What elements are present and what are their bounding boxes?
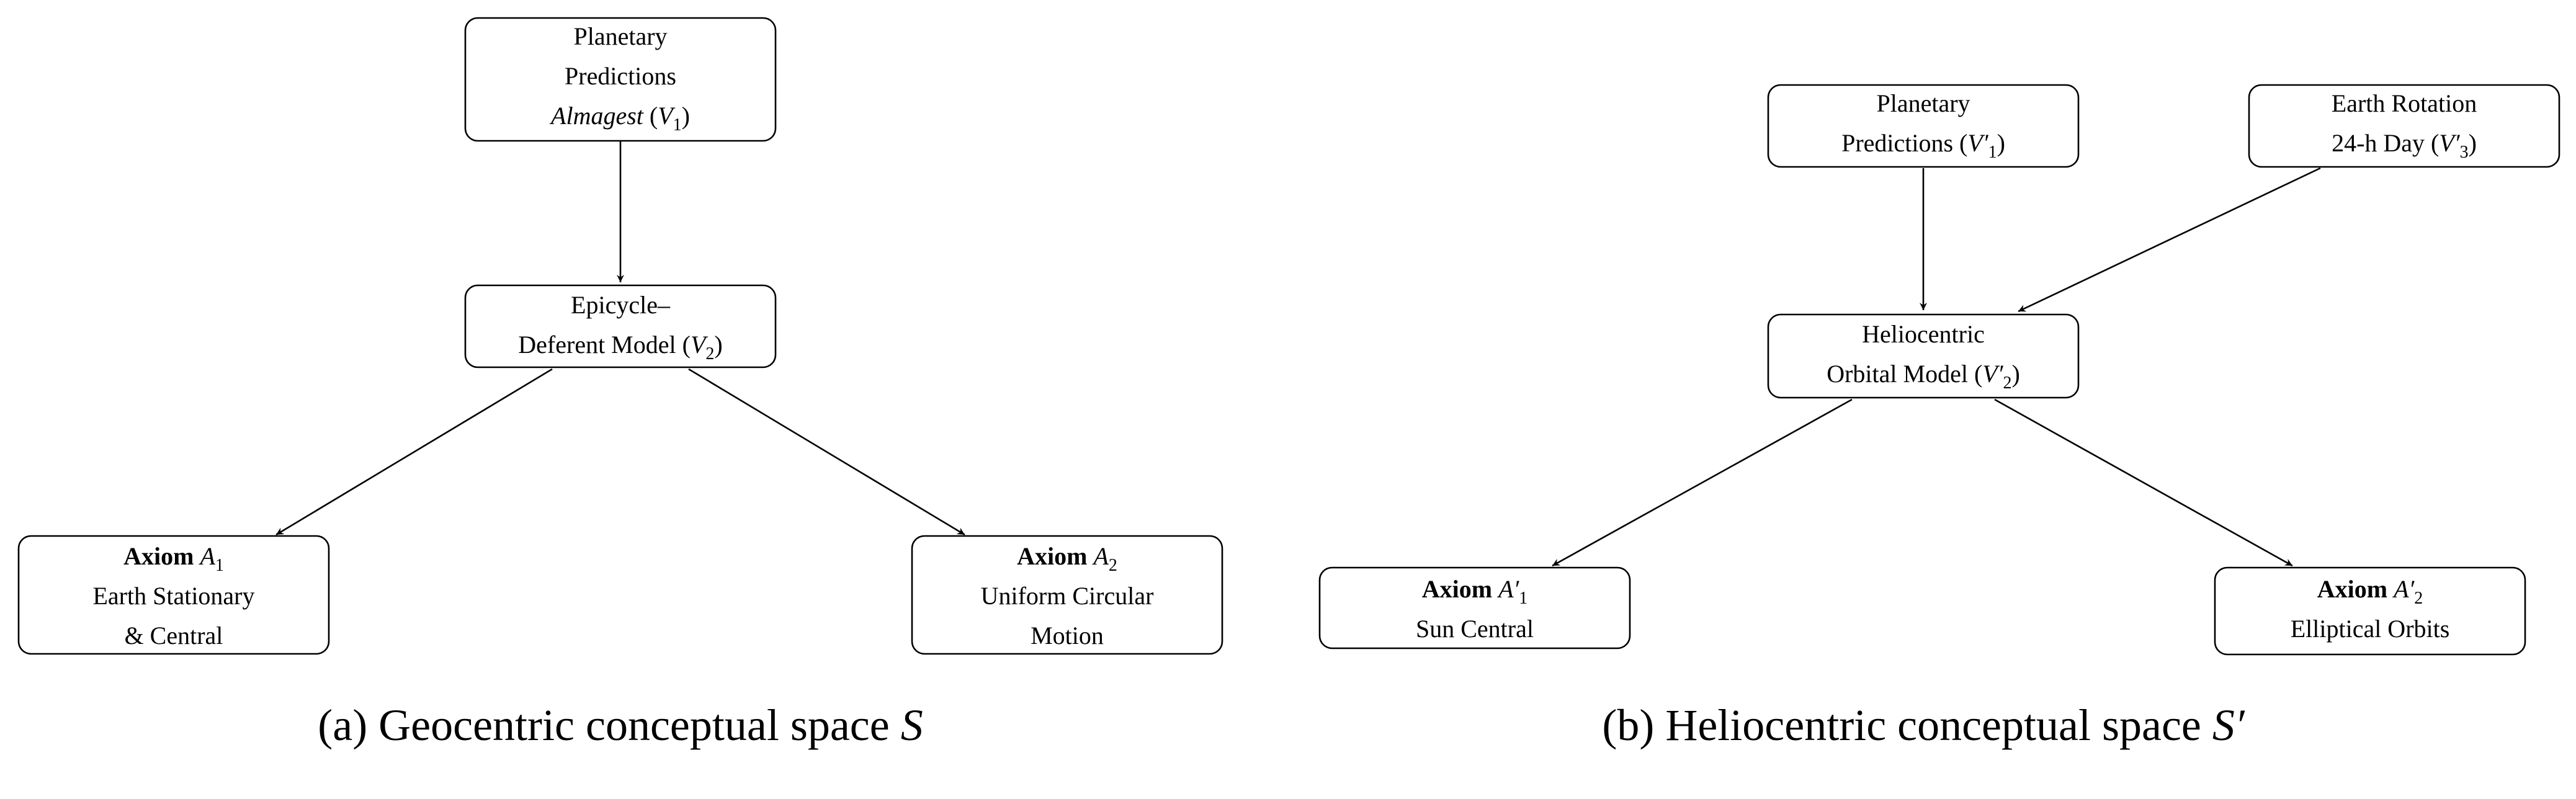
node-text-line: Earth Rotation <box>2332 89 2477 117</box>
node-planetary-predictions-prime: Planetary Predictions (V′1) <box>1767 84 2080 168</box>
node-text-line: & Central <box>125 622 223 649</box>
edge-v3p-to-v2p <box>2018 167 2321 313</box>
node-heliocentric-orbital-model: Heliocentric Orbital Model (V′2) <box>1767 313 2080 399</box>
edge-v2-to-a2 <box>688 368 965 536</box>
caption-geocentric: (a) Geocentric conceptual space S <box>318 700 923 750</box>
node-text-line: Epicycle– <box>571 291 671 319</box>
node-text-line: Axiom A2 <box>1017 542 1117 575</box>
caption-heliocentric: (b) Heliocentric conceptual space S′ <box>1602 700 2245 750</box>
node-text-line: Predictions (V′1) <box>1841 129 2005 162</box>
node-text-line: Planetary <box>573 22 667 50</box>
node-text-line: Orbital Model (V′2) <box>1827 360 2020 393</box>
panel-heliocentric: Planetary Predictions (V′1) Earth Rotati… <box>1318 84 2560 750</box>
node-axiom-a1: Axiom A1 Earth Stationary & Central <box>17 535 330 655</box>
node-planetary-predictions-almagest: Planetary Predictions Almagest (V1) <box>464 17 777 142</box>
node-text-line: Axiom A1 <box>123 542 224 575</box>
node-epicycle-deferent-model: Epicycle– Deferent Model (V2) <box>464 284 777 368</box>
node-text-line: Deferent Model (V2) <box>518 331 722 364</box>
edge-v2-to-a1 <box>275 368 553 536</box>
node-text-line: Uniform Circular <box>981 582 1154 610</box>
node-text-line: Earth Stationary <box>92 582 254 610</box>
node-axiom-a2-prime: Axiom A′2 Elliptical Orbits <box>2214 566 2526 656</box>
edge-v2p-to-a2p <box>1994 398 2293 567</box>
node-text-line: Heliocentric <box>1862 320 1985 348</box>
node-text-line: Axiom A′1 <box>1422 575 1528 608</box>
panel-geocentric: Planetary Predictions Almagest (V1) Epic… <box>17 17 1223 750</box>
node-text-line: Predictions <box>565 62 676 90</box>
node-text-line: Elliptical Orbits <box>2291 615 2450 643</box>
edge-v2p-to-a1p <box>1552 398 1853 567</box>
node-text-line: Planetary <box>1876 89 1970 117</box>
node-axiom-a2: Axiom A2 Uniform Circular Motion <box>911 535 1223 655</box>
node-text-line: Sun Central <box>1416 615 1534 643</box>
node-text-line: Motion <box>1031 622 1104 649</box>
node-text-line: Axiom A′2 <box>2317 575 2423 608</box>
node-text-line: Almagest (V1) <box>549 102 690 135</box>
node-text-line: 24-h Day (V′3) <box>2332 129 2477 162</box>
node-axiom-a1-prime: Axiom A′1 Sun Central <box>1318 566 1631 649</box>
node-earth-rotation: Earth Rotation 24-h Day (V′3) <box>2248 84 2560 168</box>
